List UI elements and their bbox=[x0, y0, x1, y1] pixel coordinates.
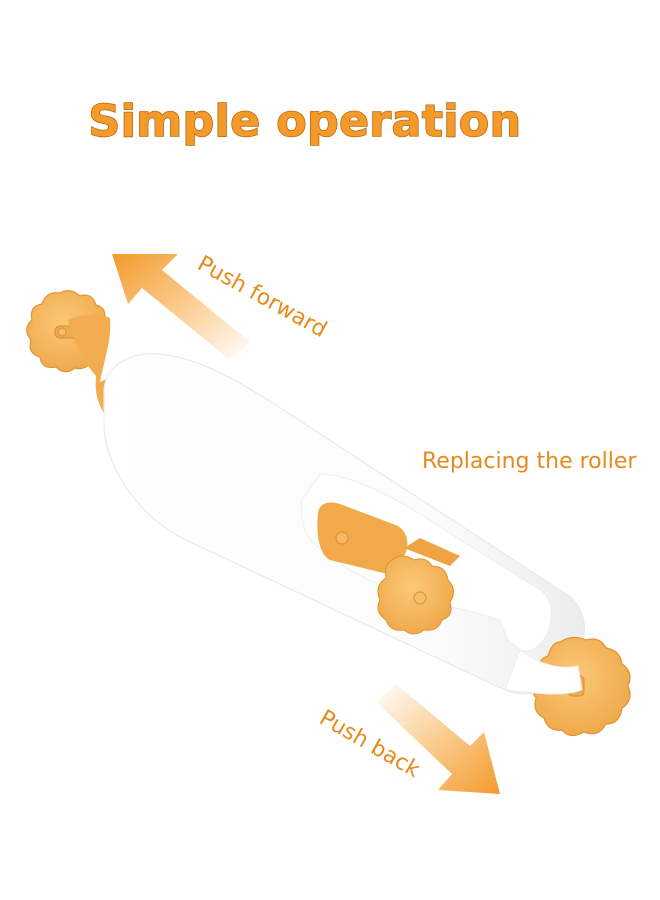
handle-neck bbox=[68, 314, 160, 424]
arrow-down-right-icon bbox=[376, 684, 500, 794]
replacement-roller-set bbox=[317, 502, 460, 635]
page-title: Simple operation bbox=[89, 96, 522, 147]
replacing-roller-label: Replacing the roller bbox=[422, 449, 637, 474]
handle-tail bbox=[504, 649, 583, 695]
arrow-up-left-icon bbox=[112, 254, 250, 360]
